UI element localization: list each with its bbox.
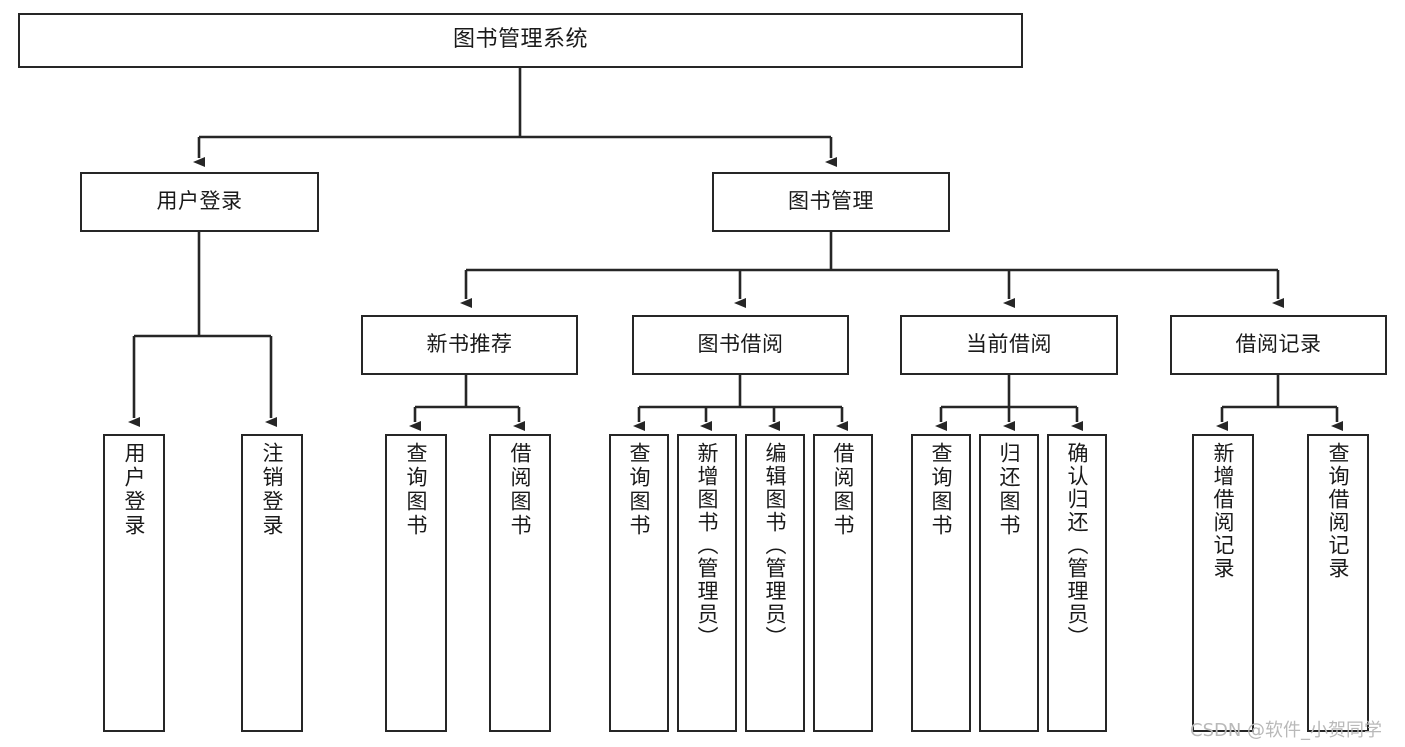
leaf-book-borrow-query[interactable]: 查询图书: [609, 434, 669, 732]
node-label: 借阅记录: [1235, 332, 1322, 357]
node-label: 当前借阅: [966, 332, 1052, 357]
csdn-watermark: CSDN @软件_小贺同学: [1190, 720, 1383, 741]
node-label: 注销登录: [260, 442, 285, 538]
node-label: 查询图书: [404, 442, 429, 538]
leaf-current-borrow-confirm-return[interactable]: 确认归还（管理员）: [1047, 434, 1107, 732]
node-current-borrow[interactable]: 当前借阅: [900, 315, 1118, 375]
node-book-management[interactable]: 图书管理: [712, 172, 950, 232]
node-label: 新增图书（管理员）: [695, 442, 720, 649]
node-label: 借阅图书: [508, 442, 533, 538]
node-label: 查询图书: [627, 442, 652, 538]
node-label: 归还图书: [997, 442, 1022, 538]
leaf-new-book-query[interactable]: 查询图书: [385, 434, 447, 732]
leaf-user-login-signin[interactable]: 用户登录: [103, 434, 165, 732]
leaf-book-borrow-add[interactable]: 新增图书（管理员）: [677, 434, 737, 732]
node-label: 查询借阅记录: [1326, 442, 1351, 580]
node-label: 新增借阅记录: [1211, 442, 1236, 580]
node-root-library-system[interactable]: 图书管理系统: [18, 13, 1023, 68]
node-label: 用户登录: [156, 189, 243, 214]
leaf-book-borrow-edit[interactable]: 编辑图书（管理员）: [745, 434, 805, 732]
node-new-book-recommend[interactable]: 新书推荐: [361, 315, 578, 375]
leaf-borrow-record-query[interactable]: 查询借阅记录: [1307, 434, 1369, 732]
node-label: 图书管理系统: [452, 27, 588, 53]
node-label: 借阅图书: [831, 442, 856, 538]
node-user-login[interactable]: 用户登录: [80, 172, 319, 232]
node-label: 用户登录: [122, 442, 147, 538]
node-book-borrow[interactable]: 图书借阅: [632, 315, 849, 375]
node-label: 确认归还（管理员）: [1065, 442, 1090, 649]
node-label: 图书借阅: [697, 332, 784, 357]
leaf-current-borrow-query[interactable]: 查询图书: [911, 434, 971, 732]
leaf-user-login-signout[interactable]: 注销登录: [241, 434, 303, 732]
leaf-current-borrow-return[interactable]: 归还图书: [979, 434, 1039, 732]
leaf-book-borrow-borrow[interactable]: 借阅图书: [813, 434, 873, 732]
leaf-new-book-borrow[interactable]: 借阅图书: [489, 434, 551, 732]
node-label: 新书推荐: [426, 332, 513, 357]
node-label: 编辑图书（管理员）: [763, 442, 788, 649]
node-label: 图书管理: [788, 189, 874, 214]
node-label: 查询图书: [929, 442, 954, 538]
node-borrow-record[interactable]: 借阅记录: [1170, 315, 1387, 375]
leaf-borrow-record-add[interactable]: 新增借阅记录: [1192, 434, 1254, 732]
